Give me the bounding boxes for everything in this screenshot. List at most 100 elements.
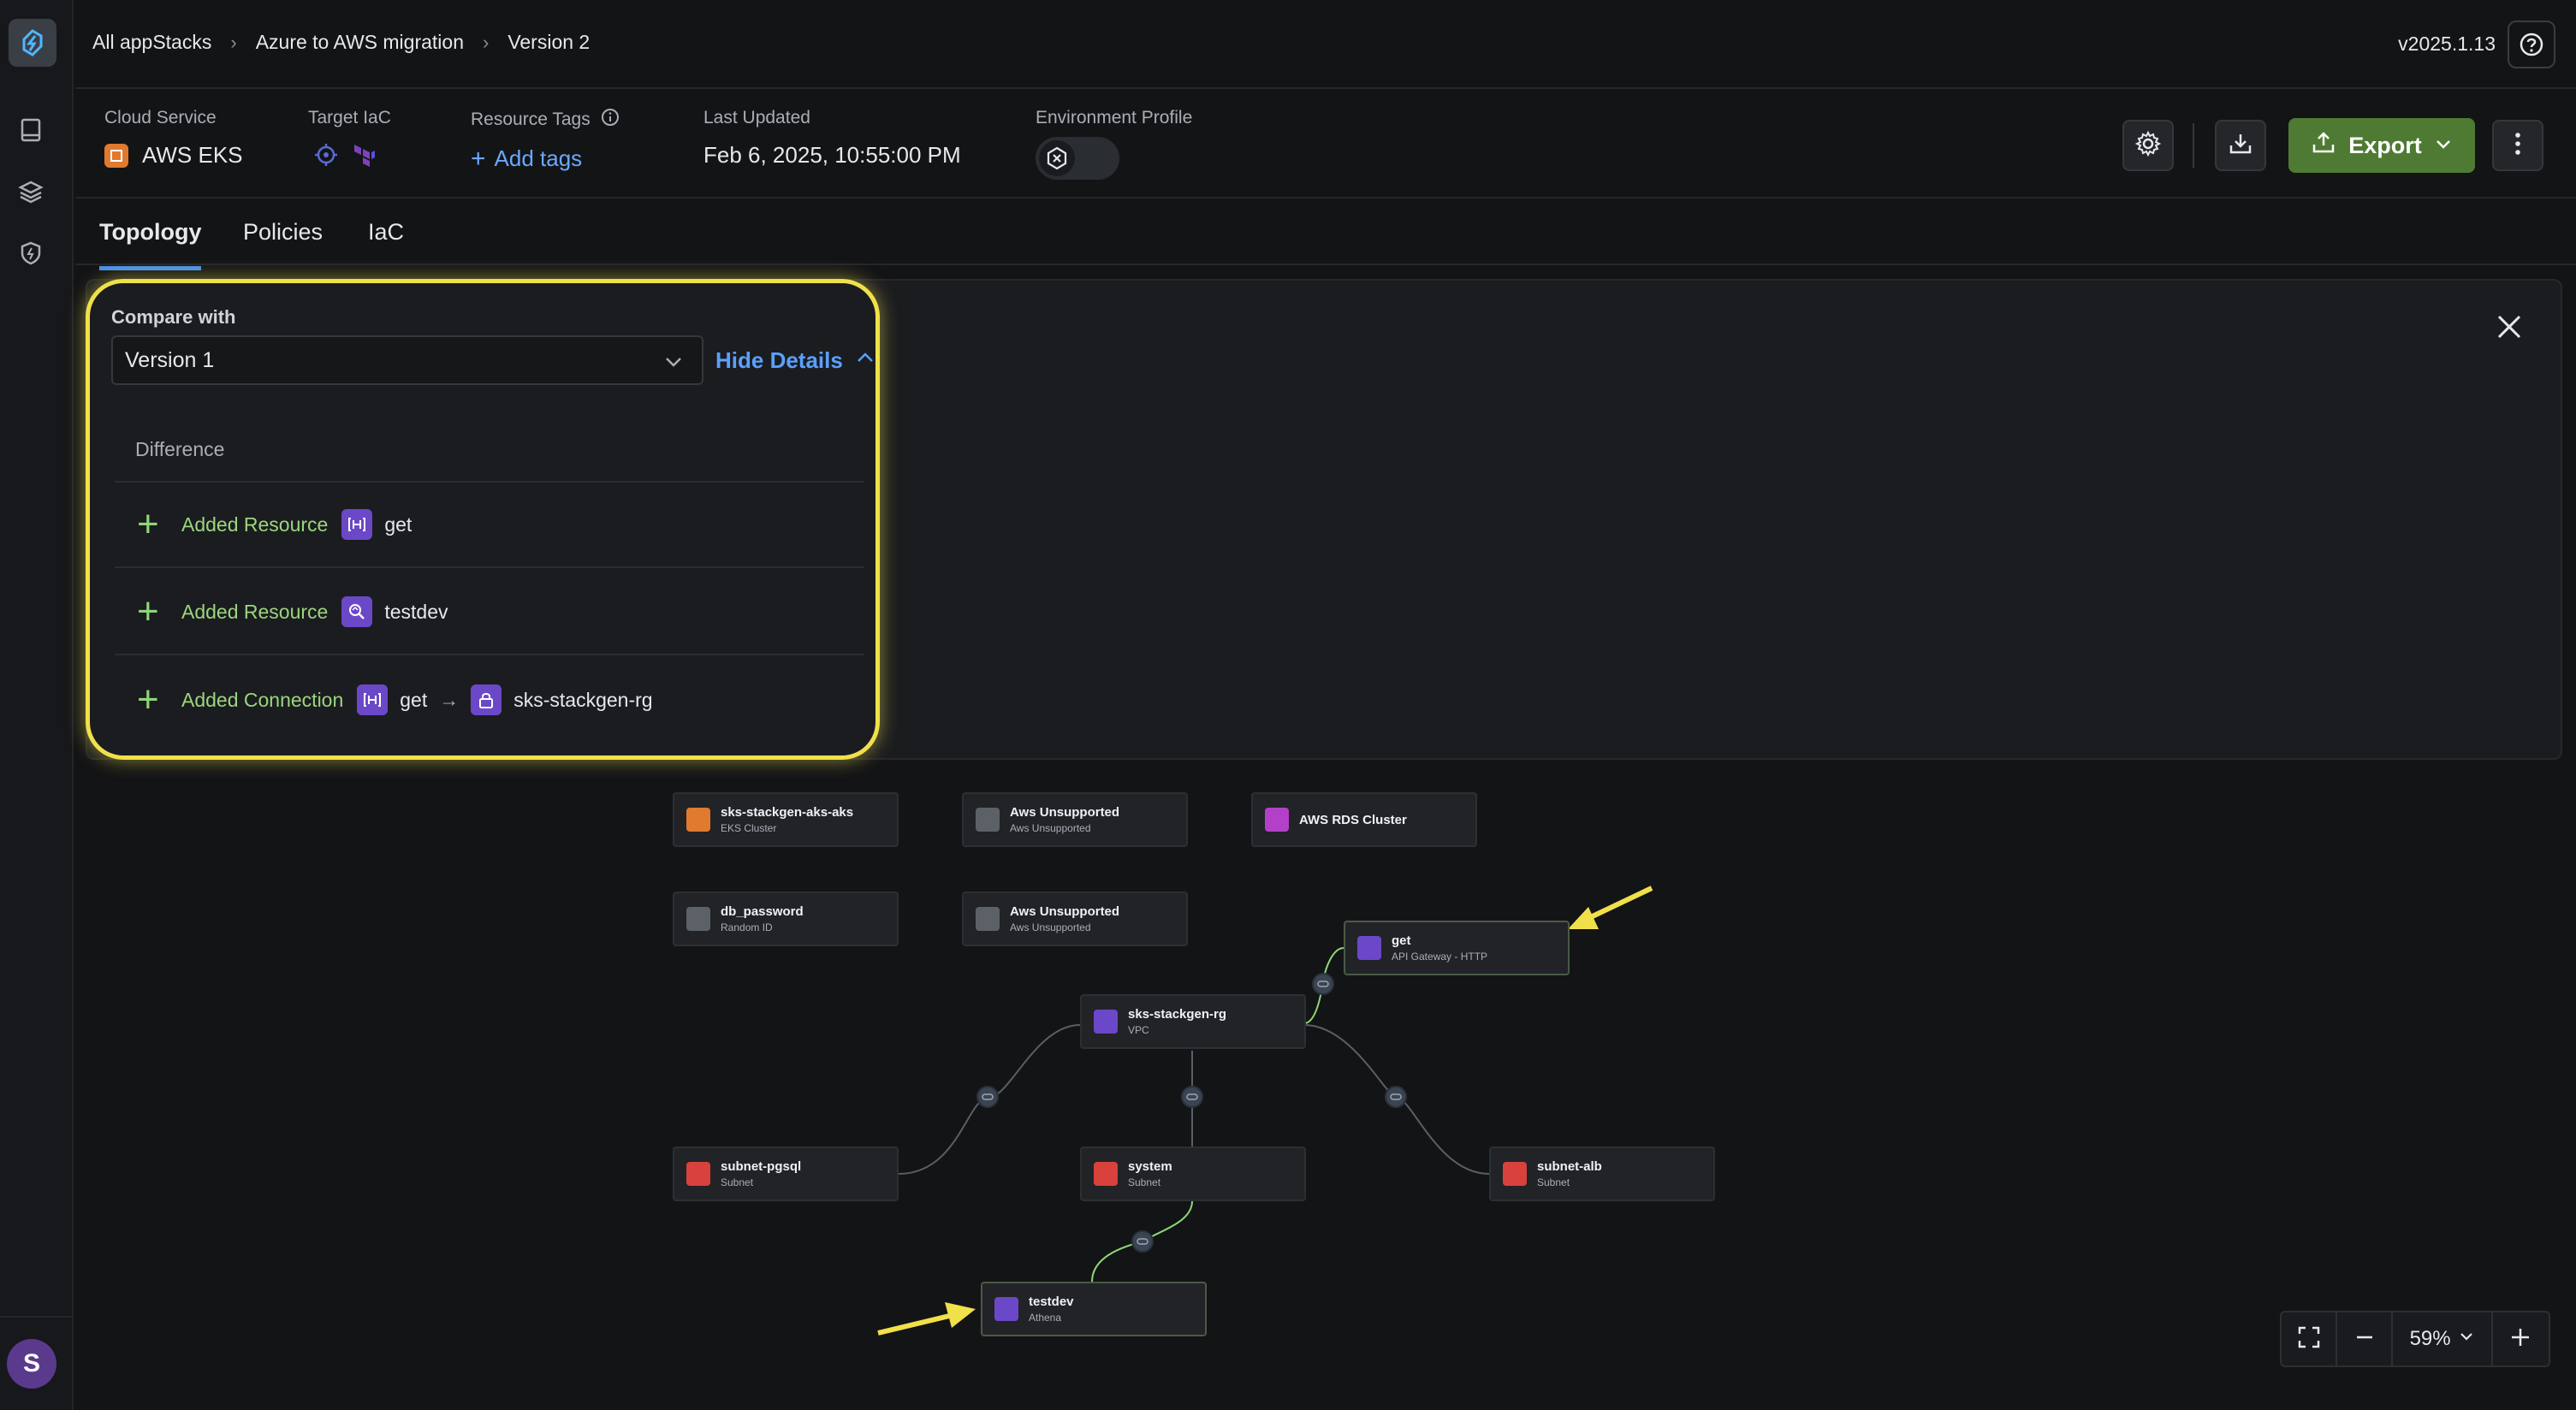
book-icon[interactable] — [15, 115, 46, 145]
node-title: sks-stackgen-rg — [1128, 1007, 1227, 1022]
node-subtitle: Subnet — [1128, 1176, 1161, 1188]
node-subtitle: Aws Unsupported — [1010, 921, 1091, 933]
node-subtitle: Subnet — [1537, 1176, 1570, 1188]
node-aws-rds-cluster[interactable]: AWS RDS Cluster — [1251, 792, 1477, 847]
layers-icon[interactable] — [15, 176, 46, 207]
difference-header: Difference — [115, 424, 864, 483]
zoom-level-select[interactable]: 59% — [2393, 1312, 2493, 1366]
add-tags-label: Add tags — [494, 145, 583, 171]
download-button[interactable] — [2215, 120, 2266, 171]
node-subtitle: Athena — [1029, 1312, 1062, 1324]
breadcrumb-migration[interactable]: Azure to AWS migration — [255, 31, 464, 53]
tab-policies[interactable]: Policies — [243, 219, 323, 245]
connection-link-icon[interactable] — [1312, 973, 1334, 995]
node-subtitle: Random ID — [721, 921, 773, 933]
last-updated-value: Feb 6, 2025, 10:55:00 PM — [703, 142, 961, 168]
top-bar: All appStacks › Azure to AWS migration ›… — [75, 0, 2576, 89]
settings-button[interactable] — [2122, 120, 2174, 171]
resource-tags-label: Resource Tags — [471, 110, 591, 129]
export-button[interactable]: Export — [2288, 118, 2475, 173]
plus-icon: + — [137, 678, 159, 720]
node-title: subnet-alb — [1537, 1159, 1602, 1174]
rds-cluster-icon — [1265, 808, 1289, 832]
breadcrumb-all-appstacks[interactable]: All appStacks — [92, 31, 212, 53]
subnet-icon — [686, 1162, 710, 1186]
diff-connection-to: sks-stackgen-rg — [513, 688, 653, 711]
chevron-down-icon — [2434, 133, 2453, 159]
cloud-service-label: Cloud Service — [104, 108, 217, 127]
hide-details-label: Hide Details — [715, 347, 843, 373]
unsupported-icon — [976, 808, 1000, 832]
subnet-icon — [1094, 1162, 1118, 1186]
node-title: db_password — [721, 904, 804, 919]
fullscreen-icon — [2296, 1324, 2322, 1354]
subnet-icon — [1503, 1162, 1527, 1186]
node-title: get — [1392, 933, 1411, 948]
chevron-down-icon — [662, 351, 685, 379]
vpc-lock-icon — [1094, 1010, 1118, 1034]
tab-topology[interactable]: Topology — [99, 219, 202, 270]
node-subtitle: VPC — [1128, 1024, 1149, 1036]
environment-profile: Environment Profile — [1036, 108, 1192, 180]
rail-divider — [0, 1316, 74, 1318]
diff-row[interactable]: + Added Resource testdev — [115, 570, 864, 655]
connection-link-icon[interactable] — [976, 1086, 999, 1108]
upload-icon — [2311, 130, 2336, 162]
env-profile-toggle[interactable] — [1036, 137, 1119, 180]
target-iac: Target IaC — [308, 108, 391, 174]
diff-row[interactable]: + Added Resource get — [115, 483, 864, 568]
zoom-in-button[interactable] — [2493, 1312, 2549, 1366]
help-icon[interactable] — [2508, 21, 2555, 68]
avatar[interactable]: S — [7, 1339, 56, 1389]
connection-link-icon[interactable] — [1385, 1086, 1407, 1108]
resource-tags: Resource Tags + Add tags — [471, 108, 620, 172]
plus-icon: + — [137, 590, 159, 632]
chevron-right-icon: › — [482, 31, 490, 53]
eks-cluster-icon — [686, 808, 710, 832]
breadcrumb-current: Version 2 — [507, 31, 591, 53]
compare-version-select[interactable]: Version 1 — [111, 335, 703, 385]
node-title: testdev — [1029, 1294, 1074, 1309]
node-title: subnet-pgsql — [721, 1159, 802, 1174]
zoom-out-button[interactable] — [2337, 1312, 2394, 1366]
kebab-menu-icon — [2514, 131, 2522, 161]
fit-view-button[interactable] — [2282, 1312, 2338, 1366]
diff-kind: Added Connection — [181, 688, 344, 711]
node-title: sks-stackgen-aks-aks — [721, 805, 854, 820]
unsupported-icon — [976, 907, 1000, 931]
diff-resource-name: testdev — [384, 600, 448, 623]
plus-icon: + — [471, 144, 486, 173]
more-options-button[interactable] — [2492, 120, 2543, 171]
arrow-right-icon: → — [439, 688, 460, 711]
connection-link-icon[interactable] — [1181, 1086, 1203, 1108]
chevron-up-icon — [855, 347, 875, 374]
cloud-service-value: AWS EKS — [142, 142, 243, 168]
aws-eks-icon — [104, 143, 128, 168]
connection-link-icon[interactable] — [1131, 1230, 1154, 1253]
diff-row[interactable]: + Added Connection get → sks-stackgen-rg — [115, 657, 864, 743]
tab-iac[interactable]: IaC — [368, 219, 405, 245]
helm-icon — [313, 142, 339, 174]
compare-version-value: Version 1 — [125, 347, 215, 372]
node-title: Aws Unsupported — [1010, 805, 1120, 820]
app-logo-icon[interactable] — [9, 19, 56, 67]
shield-icon[interactable] — [15, 238, 46, 269]
add-tags-button[interactable]: + Add tags — [471, 145, 620, 172]
api-gateway-icon — [1357, 936, 1381, 960]
api-gateway-icon — [357, 684, 389, 715]
info-icon[interactable] — [601, 108, 620, 132]
toolbar-divider — [2193, 123, 2194, 168]
last-updated-label: Last Updated — [703, 108, 810, 127]
hide-details-button[interactable]: Hide Details — [715, 347, 875, 374]
close-icon[interactable] — [2490, 308, 2528, 346]
